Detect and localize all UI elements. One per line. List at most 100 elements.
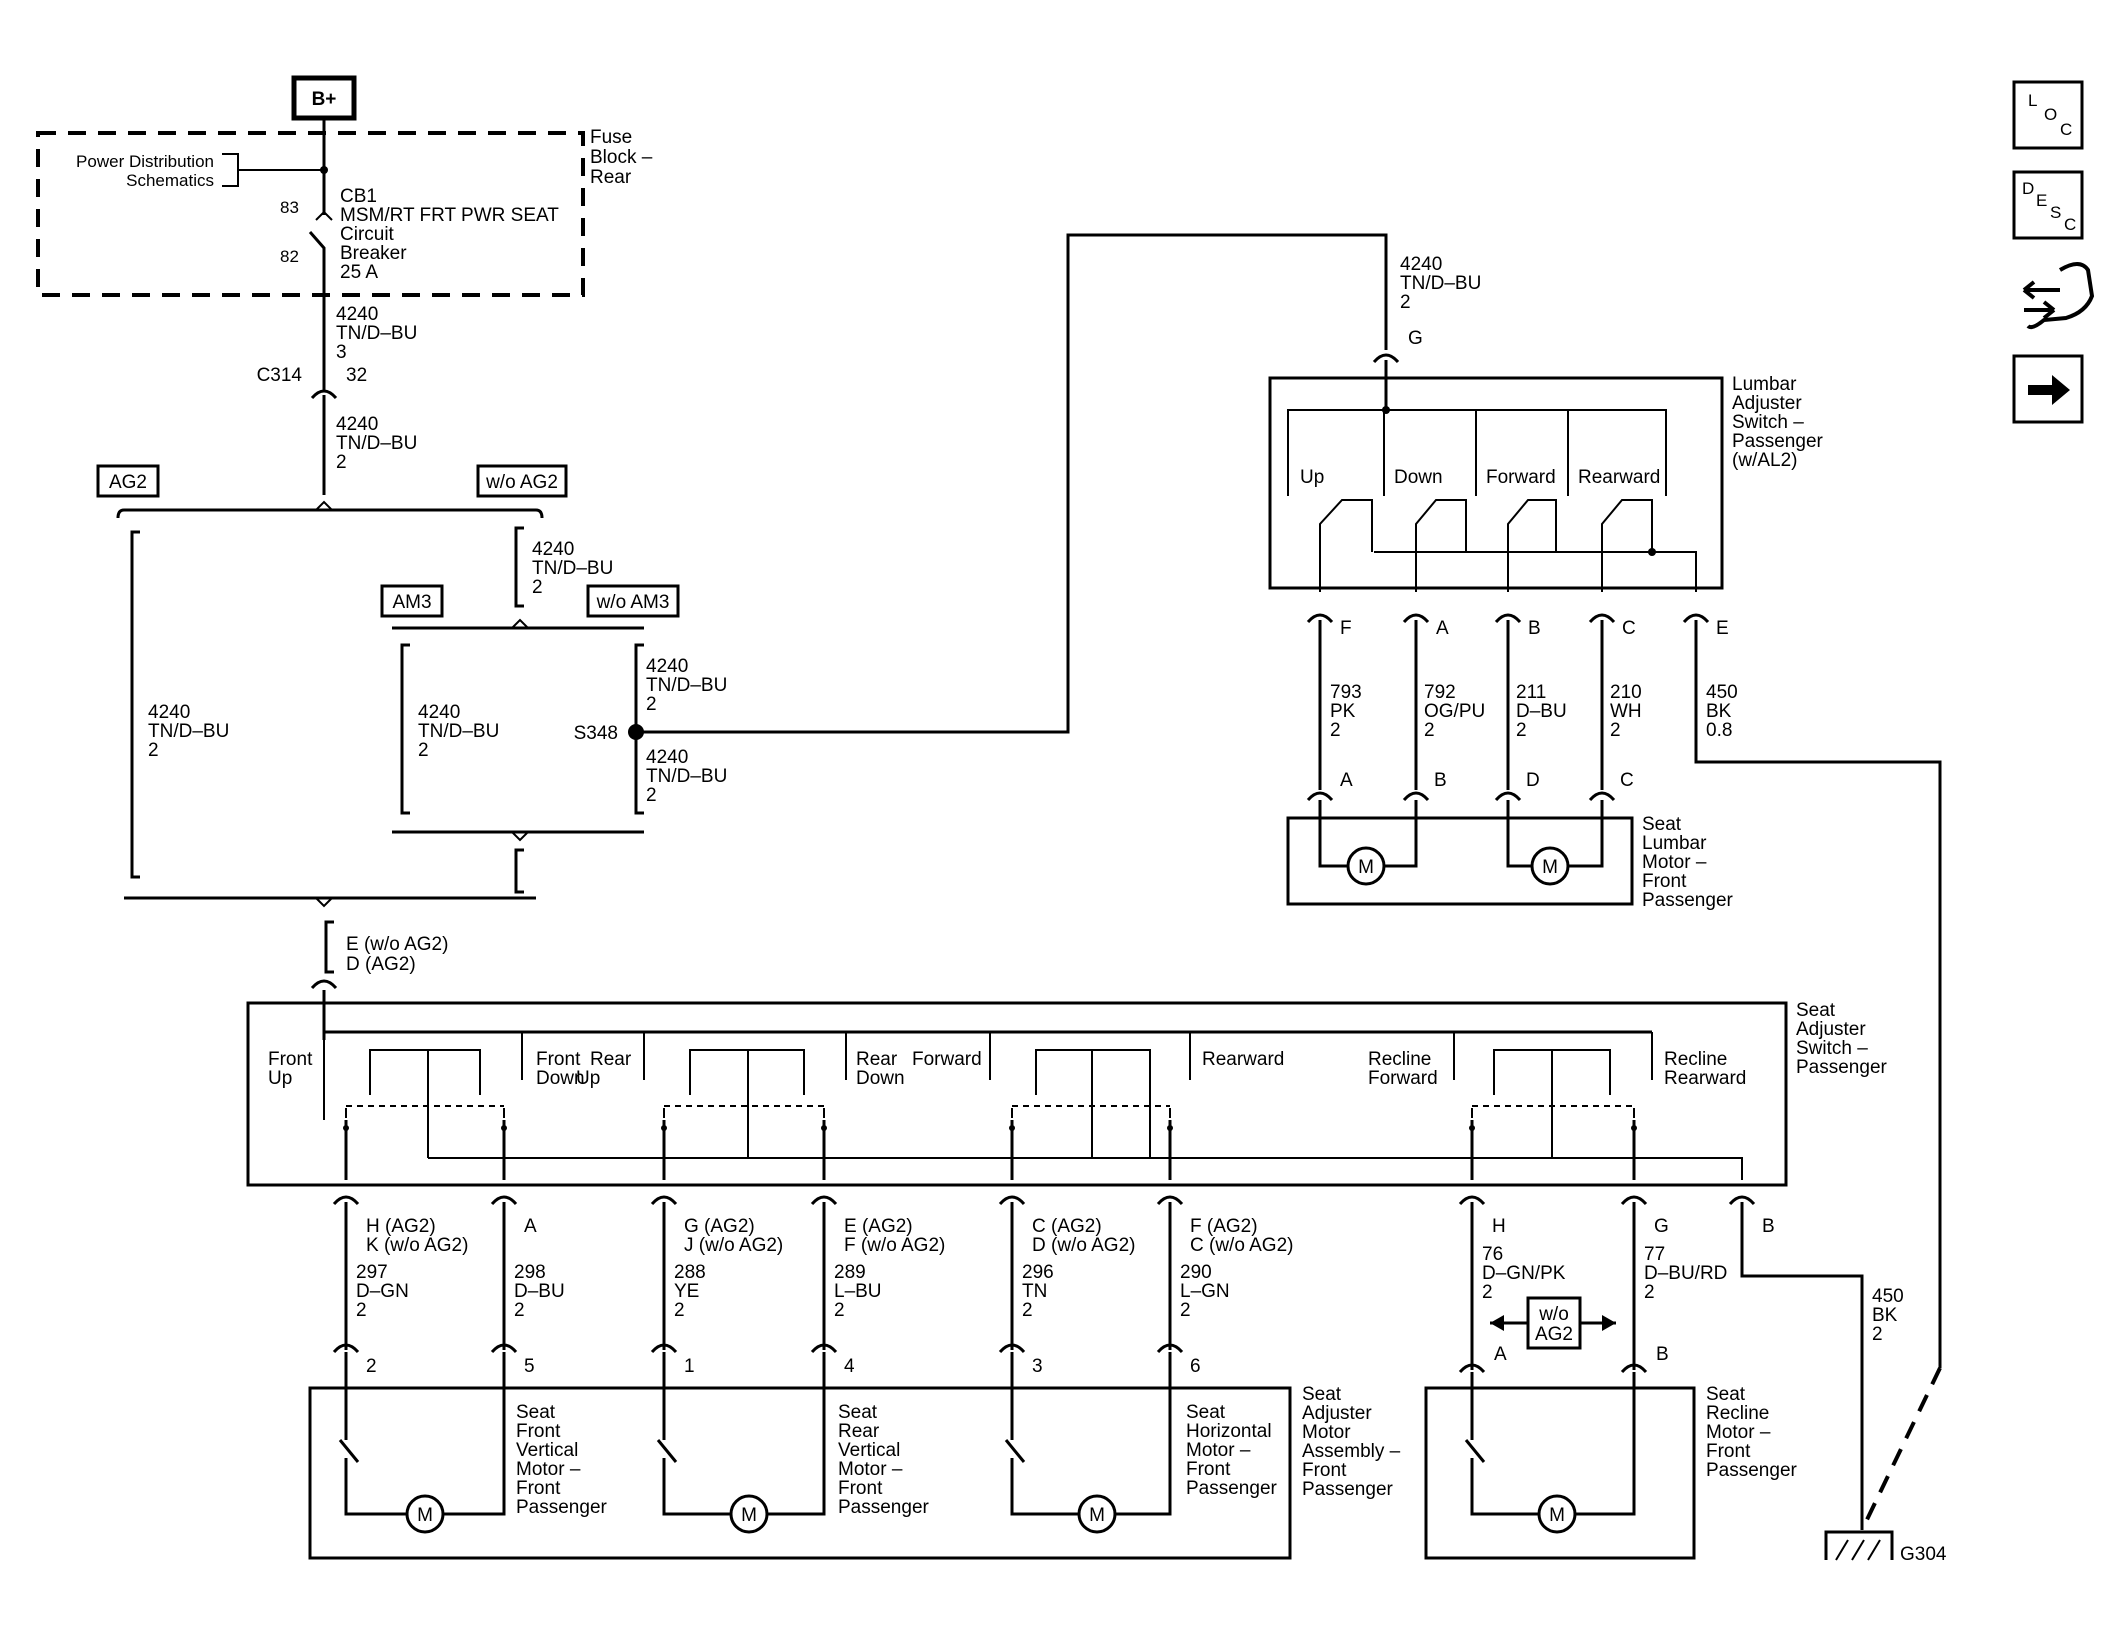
svg-text:D–BU: D–BU	[1516, 701, 1567, 722]
seat-wires: 297 D–GN 2 298 D–BU 2 288 YE 2 289 L–BU …	[344, 1202, 1904, 1530]
svg-text:E: E	[1716, 618, 1729, 639]
svg-text:F (w/o AG2): F (w/o AG2)	[844, 1235, 945, 1256]
svg-text:Forward: Forward	[1368, 1068, 1438, 1089]
svg-text:5: 5	[524, 1356, 535, 1377]
svg-text:M: M	[1358, 857, 1374, 878]
svg-text:A: A	[1494, 1344, 1507, 1365]
svg-text:32: 32	[346, 365, 367, 386]
svg-text:2: 2	[1482, 1282, 1493, 1303]
svg-text:C: C	[1622, 618, 1636, 639]
svg-text:Front: Front	[536, 1049, 581, 1070]
svg-text:0.8: 0.8	[1706, 720, 1732, 741]
svg-text:290: 290	[1180, 1262, 1212, 1283]
svg-text:4: 4	[844, 1356, 855, 1377]
svg-text:2: 2	[1644, 1282, 1655, 1303]
next-arrow-icon[interactable]	[2012, 354, 2084, 424]
svg-text:Seat: Seat	[1796, 1000, 1836, 1021]
svg-text:Motor –: Motor –	[516, 1459, 581, 1480]
loc-icon[interactable]: L O C	[2012, 80, 2084, 150]
svg-text:Passenger: Passenger	[1642, 890, 1734, 911]
svg-text:E: E	[2036, 191, 2047, 210]
svg-text:Front: Front	[516, 1478, 561, 1499]
c314-label: C314	[257, 365, 303, 386]
svg-text:Down: Down	[536, 1068, 585, 1089]
svg-text:F: F	[1340, 618, 1352, 639]
svg-text:G: G	[1654, 1216, 1669, 1237]
svg-text:Adjuster: Adjuster	[1796, 1019, 1866, 1040]
am3-option: AM3	[392, 592, 431, 613]
lumbar-wires: 793 PK 2 792 OG/PU 2 211 D–BU 2 210 WH 2…	[1318, 620, 1942, 1368]
recline-motor: A B M Seat Recline Motor – Front Passeng…	[1424, 1344, 1798, 1560]
svg-text:2: 2	[366, 1356, 377, 1377]
svg-text:450: 450	[1706, 682, 1738, 703]
svg-text:G304: G304	[1900, 1544, 1947, 1565]
s348-label: S348	[574, 723, 618, 744]
svg-text:210: 210	[1610, 682, 1642, 703]
svg-text:2: 2	[356, 1300, 367, 1321]
svg-text:M: M	[417, 1505, 433, 1526]
svg-text:2: 2	[834, 1300, 845, 1321]
rear-vertical-motor	[729, 1494, 769, 1534]
lumbar-feed-wire	[636, 233, 1388, 734]
svg-text:D–GN: D–GN	[356, 1281, 409, 1302]
svg-text:Seat: Seat	[516, 1402, 556, 1423]
svg-text:Rearward: Rearward	[1664, 1068, 1746, 1089]
svg-text:3: 3	[1032, 1356, 1043, 1377]
svg-text:4240: 4240	[646, 747, 688, 768]
svg-text:Recline: Recline	[1368, 1049, 1431, 1070]
svg-text:G: G	[1408, 328, 1423, 349]
svg-text:4240: 4240	[148, 702, 190, 723]
svg-text:BK: BK	[1872, 1305, 1898, 1326]
svg-text:2: 2	[646, 785, 657, 806]
svg-text:D–GN/PK: D–GN/PK	[1482, 1263, 1566, 1284]
svg-text:Front: Front	[1186, 1459, 1231, 1480]
svg-text:M: M	[1549, 1505, 1565, 1526]
svg-text:Horizontal: Horizontal	[1186, 1421, 1272, 1442]
lumbar-switch-title: Lumbar Adjuster Switch – Passenger (w/AL…	[1732, 374, 1824, 471]
svg-text:Motor –: Motor –	[1186, 1440, 1251, 1461]
svg-text:2: 2	[646, 694, 657, 715]
svg-text:Passenger: Passenger	[1186, 1478, 1278, 1499]
connector-icon[interactable]	[2022, 262, 2095, 330]
svg-text:L–BU: L–BU	[834, 1281, 882, 1302]
svg-text:Passenger: Passenger	[516, 1497, 608, 1518]
svg-text:Down: Down	[1394, 467, 1443, 488]
schematics-link[interactable]: Schematics	[126, 171, 214, 190]
svg-text:H: H	[1492, 1216, 1506, 1237]
svg-text:D (w/o AG2): D (w/o AG2)	[1032, 1235, 1135, 1256]
svg-text:Adjuster: Adjuster	[1302, 1403, 1372, 1424]
svg-text:Breaker: Breaker	[340, 243, 407, 264]
svg-text:4240: 4240	[418, 702, 460, 723]
desc-icon[interactable]: D E S C	[2012, 170, 2084, 240]
svg-text:Passenger: Passenger	[1732, 431, 1824, 452]
svg-text:211: 211	[1516, 682, 1546, 703]
power-dist-link[interactable]: Power Distribution	[76, 152, 214, 171]
lumbar-motor-2	[1530, 846, 1570, 886]
svg-text:4240: 4240	[336, 304, 378, 325]
svg-text:E (AG2): E (AG2)	[844, 1216, 913, 1237]
svg-text:C: C	[1620, 770, 1634, 791]
svg-text:Circuit: Circuit	[340, 224, 395, 245]
lumbar-motor-1	[1346, 846, 1386, 886]
svg-text:Motor –: Motor –	[1642, 852, 1707, 873]
svg-text:Up: Up	[576, 1068, 600, 1089]
svg-text:Front: Front	[838, 1478, 883, 1499]
svg-text:Rearward: Rearward	[1578, 467, 1660, 488]
seat-switch-title: Seat Adjuster Switch – Passenger	[1796, 1000, 1888, 1078]
svg-text:Recline: Recline	[1664, 1049, 1727, 1070]
svg-text:Vertical: Vertical	[838, 1440, 900, 1461]
svg-text:Up: Up	[268, 1068, 292, 1089]
svg-text:296: 296	[1022, 1262, 1054, 1283]
horizontal-motor	[1077, 1494, 1117, 1534]
svg-text:76: 76	[1482, 1244, 1503, 1265]
svg-text:Motor –: Motor –	[838, 1459, 903, 1480]
svg-text:K (w/o AG2): K (w/o AG2)	[366, 1235, 468, 1256]
svg-text:D (AG2): D (AG2)	[346, 954, 416, 975]
seat-adjuster-motor-assembly: M M M Seat Front Vertical Motor – Front …	[308, 1352, 1401, 1560]
svg-text:Seat: Seat	[838, 1402, 878, 1423]
svg-text:C: C	[2064, 215, 2076, 234]
svg-text:TN/D–BU: TN/D–BU	[336, 323, 417, 344]
svg-text:C: C	[2060, 120, 2072, 139]
svg-text:L: L	[2028, 91, 2037, 110]
